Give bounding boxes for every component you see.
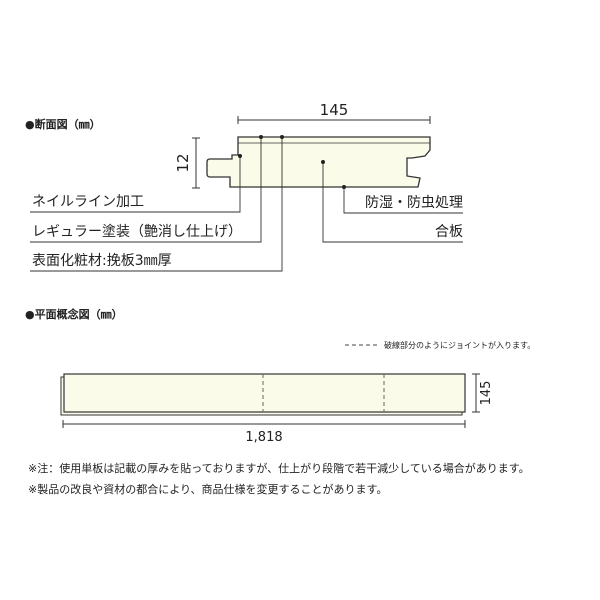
width-dimension <box>237 116 431 124</box>
section-heading: ●断面図（㎜） <box>25 117 101 131</box>
surface-label: 表面化粧材:挽板3㎜厚 <box>32 253 172 269</box>
thickness-dimension <box>192 137 200 189</box>
leader-lines <box>30 137 463 272</box>
plan-width-label: 145 <box>479 381 494 406</box>
moisture-label: 防湿・防虫処理 <box>365 195 463 211</box>
coating-label: レギュラー塗装（艶消し仕上げ） <box>32 223 242 240</box>
leader-dots <box>238 135 346 189</box>
nail-line-label: ネイルライン加工 <box>32 194 144 210</box>
note-1: ※注：使用単板は記載の厚みを貼っておりますが、仕上がり段階で若干減少している場合… <box>28 461 530 475</box>
plan-heading: ●平面概念図（㎜） <box>25 307 123 321</box>
joint-legend: 破線部分のようにジョイントが入ります。 <box>384 340 535 350</box>
board-cross-section <box>206 136 431 188</box>
note-2: ※製品の改良や資材の都合により、商品仕様を変更することがあります。 <box>28 482 387 496</box>
plan-width-dimension <box>472 373 480 413</box>
plywood-label: 合板 <box>435 224 463 240</box>
length-dimension <box>62 420 466 428</box>
width-label: 145 <box>320 101 349 119</box>
length-label: 1,818 <box>245 430 282 445</box>
board-plan <box>63 373 466 413</box>
thickness-label: 12 <box>174 153 192 172</box>
